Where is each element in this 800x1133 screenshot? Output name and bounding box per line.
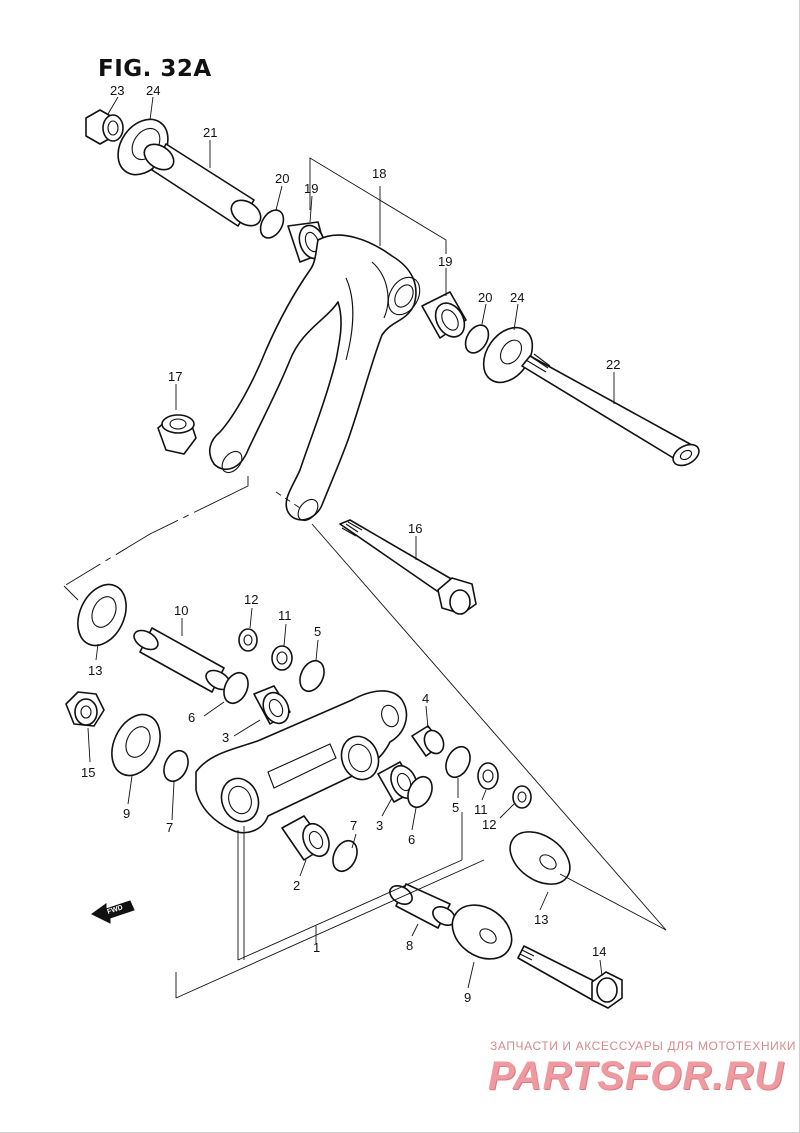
- part-13-washer: [77, 583, 127, 647]
- part-7-seal-lower: [332, 839, 358, 873]
- label-9: 9: [123, 806, 130, 821]
- part-3-bearing: [253, 685, 291, 725]
- label-17: 17: [168, 369, 182, 384]
- part-8-sleeve: [389, 883, 456, 929]
- label-9b: 9: [464, 990, 471, 1005]
- part-11-washer: [271, 645, 293, 671]
- part-5-seal-right: [445, 745, 471, 779]
- part-9-washer: [111, 713, 161, 777]
- label-20b: 20: [478, 290, 492, 305]
- label-5: 5: [314, 624, 321, 639]
- label-12: 12: [244, 592, 258, 607]
- part-7-seal: [163, 749, 189, 783]
- part-number-labels: 23 24 21 20 19 18 19 20 24 22 17 16 10 1…: [81, 83, 620, 1005]
- part-14-bolt: [517, 945, 623, 1009]
- part-6-seal-right: [407, 775, 433, 809]
- leader-lines: [63, 96, 667, 999]
- label-13: 13: [88, 663, 102, 678]
- part-16-bolt: [339, 519, 477, 615]
- label-3b: 3: [376, 818, 383, 833]
- label-11: 11: [278, 608, 292, 623]
- fwd-arrow-icon: FWD: [91, 900, 135, 924]
- part-10-sleeve: [133, 627, 231, 693]
- label-19: 19: [304, 181, 318, 196]
- label-23: 23: [110, 83, 124, 98]
- part-6-seal: [223, 671, 249, 705]
- part-21-sleeve: [143, 143, 262, 227]
- label-1: 1: [313, 940, 320, 955]
- label-7b: 7: [350, 818, 357, 833]
- part-4-collar: [411, 725, 445, 757]
- part-20-seal-right: [464, 324, 490, 354]
- label-2: 2: [293, 878, 300, 893]
- label-6: 6: [188, 710, 195, 725]
- part-22-bolt: [521, 353, 700, 467]
- part-12-collar: [238, 628, 258, 652]
- label-24: 24: [146, 83, 160, 98]
- part-23-nut: [85, 109, 124, 145]
- part-15-nut: [65, 691, 105, 727]
- part-5-seal: [299, 659, 325, 693]
- label-19b: 19: [438, 254, 452, 269]
- watermark-caption: ЗАПЧАСТИ И АКСЕССУАРЫ ДЛЯ МОТОТЕХНИКИ: [490, 1039, 797, 1053]
- label-3: 3: [222, 730, 229, 745]
- label-13b: 13: [534, 912, 548, 927]
- label-8: 8: [406, 938, 413, 953]
- label-6b: 6: [408, 832, 415, 847]
- part-19-bearing-right: [421, 291, 467, 339]
- part-2-bearing: [281, 815, 330, 861]
- label-22: 22: [606, 357, 620, 372]
- part-20-seal: [259, 209, 285, 239]
- part-9-washer-right: [451, 904, 513, 960]
- label-18: 18: [372, 166, 386, 181]
- part-18-cushion-lever: [208, 234, 421, 522]
- fwd-label: FWD: [106, 904, 123, 916]
- watermark-logo: PARTSFOR.RU: [488, 1054, 785, 1098]
- label-4: 4: [422, 691, 429, 706]
- part-13-washer-right: [509, 831, 571, 885]
- label-14: 14: [592, 944, 606, 959]
- label-16: 16: [408, 521, 422, 536]
- label-24b: 24: [510, 290, 524, 305]
- label-20: 20: [275, 171, 289, 186]
- part-1-cushion-rod: [195, 690, 408, 834]
- part-12-collar-right: [512, 785, 532, 809]
- part-11-washer-right: [477, 762, 499, 790]
- label-15: 15: [81, 765, 95, 780]
- label-5b: 5: [452, 800, 459, 815]
- label-12b: 12: [482, 817, 496, 832]
- label-10: 10: [174, 603, 188, 618]
- part-17-nut: [157, 414, 197, 455]
- label-21: 21: [203, 125, 217, 140]
- part-24-washer-right: [482, 326, 534, 384]
- label-11b: 11: [474, 802, 488, 817]
- label-7: 7: [166, 820, 173, 835]
- figure-title: FIG. 32A: [98, 56, 212, 82]
